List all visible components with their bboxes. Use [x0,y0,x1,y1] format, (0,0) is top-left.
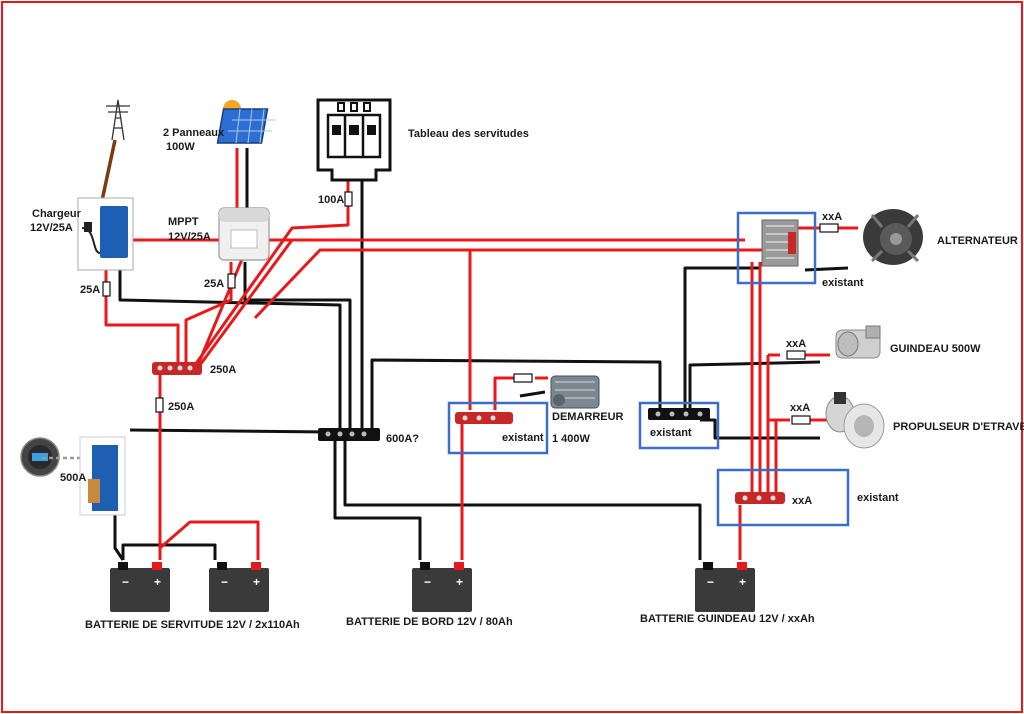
existant-mid-label: existant [650,427,692,439]
busbar-icon [648,408,710,420]
alternateur-label: ALTERNATEUR [937,235,1018,247]
thruster-icon [825,392,885,449]
battery-icon: − + [110,562,170,612]
fuse-100a-label: 100A [318,194,344,206]
propulseur-label: PROPULSEUR D'ETRAVE [893,421,1024,433]
battery-minus: − [707,575,714,589]
demarreur-label-1: DEMARREUR [552,411,624,423]
shunt-500a-label: 500A [60,472,86,484]
batt-guindeau-label: BATTERIE GUINDEAU 12V / xxAh [640,613,815,625]
mppt-label-2: 12V/25A [168,231,211,243]
bus-600a-label: 600A? [386,433,419,445]
battery-plus: + [456,575,463,589]
shunt-icon [79,436,126,516]
existing-right-box [716,468,850,527]
fuse-25a-mppt-label: 25A [204,278,224,290]
alt-fuse-label: xxA [822,211,842,223]
chargeur-label-2: 12V/25A [30,222,73,234]
batt-bord-label: BATTERIE DE BORD 12V / 80Ah [346,616,513,628]
existant-dem-label: existant [502,432,544,444]
battery-minus: − [424,575,431,589]
battery-icon: − + [412,562,472,612]
busbar-icon [152,362,202,375]
battery-icon: − + [209,562,269,612]
fuse-icon [102,191,839,425]
battery-plus: + [739,575,746,589]
batt-servitude-label: BATTERIE DE SERVITUDE 12V / 2x110Ah [85,619,300,631]
bus-guindeau-fuse-label: xxA [792,495,812,507]
guindeau-fuse-label: xxA [786,338,806,350]
battery-minus: − [221,575,228,589]
alternator-icon [863,209,923,265]
busbar-icon [735,492,785,504]
busbar-icon [455,412,513,424]
battery-plus: + [154,575,161,589]
tableau-label: Tableau des servitudes [408,128,529,140]
breaker-panel-icon [316,98,392,182]
battery-plus: + [253,575,260,589]
mppt-icon [218,207,270,261]
battery-monitor-icon [20,437,60,477]
chargeur-label-1: Chargeur [32,208,82,220]
propulseur-fuse-label: xxA [790,402,810,414]
fuse-250a-label: 250A [168,401,194,413]
guindeau-label: GUINDEAU 500W [890,343,981,355]
existant-right-label: existant [857,492,899,504]
mppt-label-1: MPPT [168,216,199,228]
panneaux-label-2: 100W [166,141,195,153]
panneaux-label-1: 2 Panneaux [163,127,225,139]
charger-icon [77,197,134,271]
windlass-icon [835,325,881,359]
pylon-icon [106,99,130,141]
battery-minus: − [122,575,129,589]
busbar-icon [318,428,380,441]
starter-motor-icon [550,375,600,409]
existing-alt-box [736,211,817,285]
battery-icon: − + [695,562,755,612]
charge-splitter-icon [761,219,799,267]
solar-panel-icon [216,100,276,144]
demarreur-label-2: 1 400W [552,433,591,445]
negative-wires [113,148,849,561]
existant-alt-label: existant [822,277,864,289]
bus-250a-label: 250A [210,364,236,376]
existing-mid-box [638,401,720,450]
fuse-25a-left-label: 25A [80,284,100,296]
existing-dem-box [447,401,549,455]
